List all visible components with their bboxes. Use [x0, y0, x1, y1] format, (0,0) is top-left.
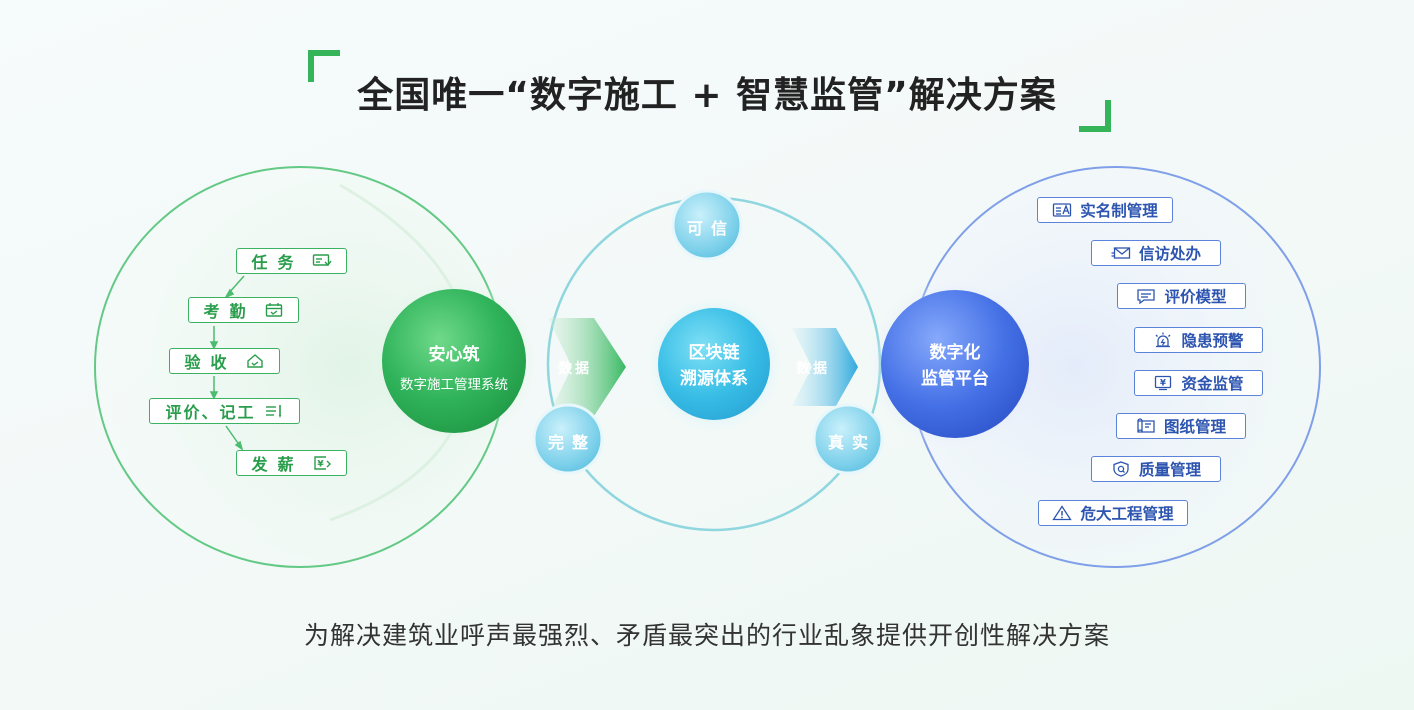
title-bracket-top-left: [308, 50, 340, 82]
orbit-label-top: 可信: [686, 219, 735, 238]
left-arrow-label: 数据: [558, 361, 592, 377]
right-arrow-label: 数据: [796, 361, 830, 377]
page-title: 全国唯一“数字施工 + 智慧监管”解决方案: [357, 75, 1057, 116]
flow-connectors: [209, 275, 245, 451]
right-node-line1: 数字化: [929, 343, 981, 363]
feature-drawing-management: 图纸管理: [1116, 413, 1246, 439]
flow-step-acceptance: 验收: [169, 348, 280, 374]
flow-step-payroll: 发薪 ¥: [236, 450, 347, 476]
orbit-label-bottom-left: 完整: [547, 433, 596, 452]
svg-text:¥: ¥: [317, 460, 324, 470]
right-node-line2: 监管平台: [921, 369, 989, 389]
title-bracket-bottom-right: [1079, 100, 1111, 132]
flow-step-evaluation: 评价、记工: [149, 398, 300, 424]
orbit-label-bottom-right: 真实: [827, 433, 876, 452]
orbit-orb-bottom-right: [812, 403, 884, 475]
feature-fund-supervision: ¥ 资金监管: [1134, 370, 1263, 396]
quality-shield-icon: [1111, 461, 1131, 477]
envelope-icon: [1111, 245, 1131, 261]
wallet-yen-icon: ¥: [312, 455, 332, 471]
left-data-arrow: [548, 318, 626, 416]
task-card-icon: [312, 253, 332, 269]
house-check-icon: [245, 353, 265, 369]
feature-evaluation-model: 评价模型: [1117, 283, 1246, 309]
center-node-line2: 溯源体系: [680, 369, 748, 389]
left-node-label: 安心筑 数字施工管理系统: [384, 340, 524, 393]
right-node-orb: [881, 290, 1029, 438]
warning-icon: [1052, 505, 1073, 521]
list-pen-icon: [264, 403, 284, 419]
flow-step-attendance: 考勤: [188, 297, 299, 323]
center-node-label: 区块链 溯源体系: [654, 340, 774, 392]
feature-hazard-warning: 隐患预警: [1134, 327, 1263, 353]
feature-petition: 信访处办: [1091, 240, 1221, 266]
feature-major-hazard: 危大工程管理: [1038, 500, 1188, 526]
feature-real-name: 实名制管理: [1037, 197, 1173, 223]
svg-text:¥: ¥: [1161, 379, 1167, 389]
flow-step-task: 任务: [236, 248, 347, 274]
left-node-orb: [382, 289, 526, 433]
left-node-subtitle: 数字施工管理系统: [400, 377, 508, 393]
calendar-icon: [264, 302, 284, 318]
orbit-orb-top: [671, 189, 743, 261]
right-node-label: 数字化 监管平台: [895, 340, 1015, 392]
center-node-orb: [658, 308, 770, 420]
blueprint-icon: [1136, 418, 1156, 434]
id-card-icon: [1052, 202, 1072, 218]
left-node-title: 安心筑: [428, 345, 480, 365]
feature-quality-management: 质量管理: [1091, 456, 1221, 482]
alarm-icon: [1153, 332, 1173, 348]
yen-monitor-icon: ¥: [1153, 375, 1173, 391]
center-node-line1: 区块链: [688, 343, 740, 363]
comment-icon: [1136, 288, 1156, 304]
orbit-orb-bottom-left: [532, 403, 604, 475]
page-subtitle: 为解决建筑业呼声最强烈、矛盾最突出的行业乱象提供开创性解决方案: [303, 621, 1110, 650]
right-data-arrow: [792, 328, 858, 406]
